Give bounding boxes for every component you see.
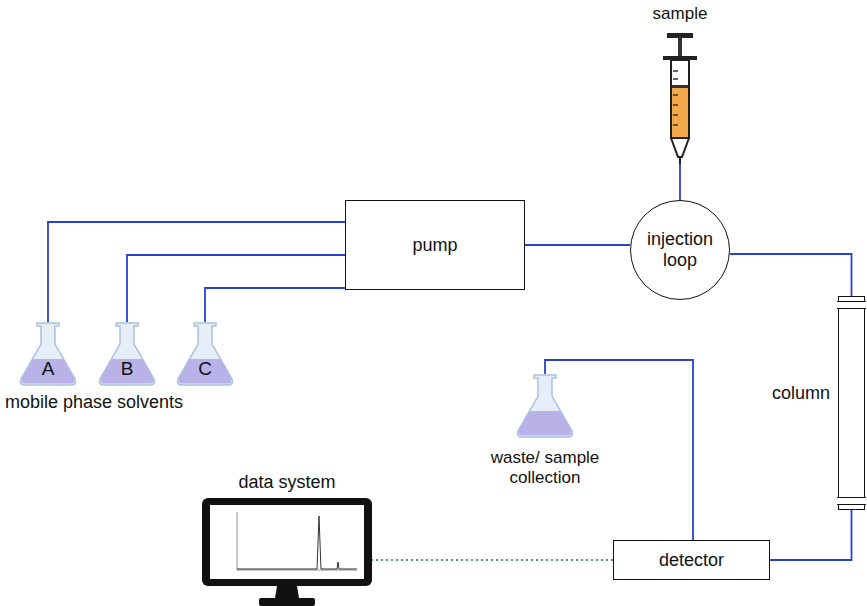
node-label: waste/ sample collection <box>480 448 610 487</box>
tubing-line <box>770 510 852 560</box>
data-system: data system <box>197 472 377 606</box>
tubing-line <box>730 254 852 296</box>
syringe-drawing <box>645 29 715 164</box>
detector-box: detector <box>613 540 770 580</box>
solvent-flask: A <box>18 322 78 386</box>
tubing-line <box>127 255 345 322</box>
tubing-line <box>679 164 681 200</box>
node-label: column <box>772 383 830 404</box>
column-band <box>837 301 866 309</box>
tubing-line <box>48 222 345 322</box>
injection-loop: injection loop <box>630 200 730 300</box>
tubing-line <box>205 288 345 322</box>
node-label: data system <box>197 472 377 493</box>
syringe: sample <box>645 4 715 164</box>
caption-label: mobile phase solvents <box>5 392 183 413</box>
node-label: detector <box>659 550 724 571</box>
solvent-flask: B <box>97 322 157 386</box>
node-label: sample <box>645 4 715 24</box>
node-label: pump <box>412 235 457 256</box>
solvent-flask: C <box>175 322 235 386</box>
pump-box: pump <box>345 200 525 290</box>
node-label: A <box>18 358 78 380</box>
waste-flask: waste/ sample collection <box>470 374 620 438</box>
tubing-line <box>525 244 630 246</box>
node-label: injection loop <box>640 229 720 270</box>
node-label: B <box>97 358 157 380</box>
column: column <box>838 296 865 510</box>
signal-line <box>372 559 613 561</box>
node-label: C <box>175 358 235 380</box>
monitor-drawing <box>197 496 377 606</box>
column-band <box>837 497 866 505</box>
flask-shape <box>515 374 575 438</box>
